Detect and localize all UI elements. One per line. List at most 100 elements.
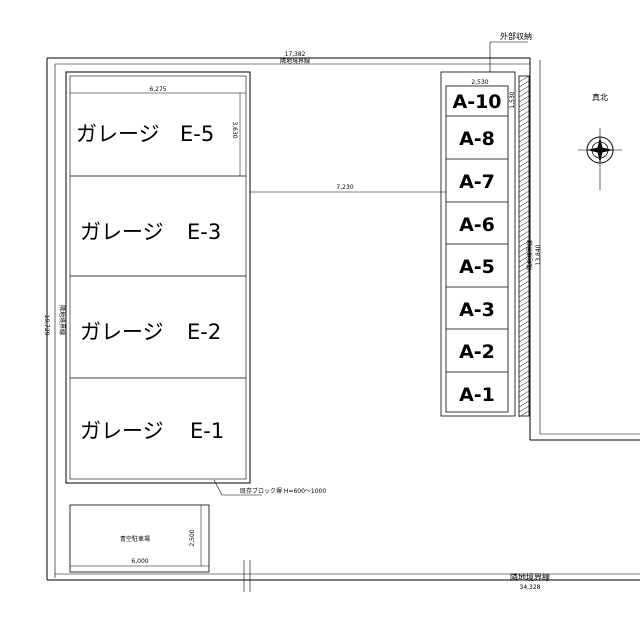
hatch-line	[518, 345, 530, 353]
hatch-line	[518, 210, 530, 218]
hatch-line	[518, 125, 530, 133]
hatch-line	[518, 100, 530, 108]
parking-width: 6,000	[131, 558, 148, 565]
garage-code: E-2	[187, 320, 221, 344]
storage-unit: A-1	[459, 384, 495, 406]
hatch-line	[518, 230, 530, 238]
site-boundary	[46, 57, 640, 592]
hatch-line	[518, 170, 530, 178]
storage-block	[440, 71, 516, 417]
garage-block	[65, 71, 251, 484]
storage-width-dimension: 2,530	[471, 79, 488, 86]
hatch-line	[518, 280, 530, 288]
hatch-line	[518, 335, 530, 343]
hatch-line	[518, 270, 530, 278]
hatch-line	[518, 245, 530, 253]
hatch-line	[518, 175, 530, 183]
storage-unit: A-10	[452, 91, 501, 113]
hatch-line	[518, 340, 530, 348]
hatch-line	[518, 365, 530, 373]
hatch-line	[518, 250, 530, 258]
hatch-line	[518, 155, 530, 163]
hatch-line	[518, 130, 530, 138]
garage-code: E-3	[187, 220, 221, 244]
garage-label: ガレージ	[80, 220, 164, 244]
hatch-line	[518, 310, 530, 318]
storage-label: 外部収納	[500, 31, 532, 41]
storage-unit: A-6	[459, 214, 495, 236]
hatch-line	[518, 285, 530, 293]
hatch-line	[518, 315, 530, 323]
hatch-line	[518, 320, 530, 328]
hatched-wall	[518, 75, 530, 418]
storage-unit: A-2	[459, 341, 495, 363]
garage-e5: ガレージ E-5	[76, 122, 214, 146]
storage-unit: A-8	[459, 128, 495, 150]
hatch-line	[518, 255, 530, 263]
hatch-line	[518, 300, 530, 308]
garage-label: ガレージ	[76, 122, 160, 146]
hatch-line	[518, 235, 530, 243]
garage-code: E-1	[190, 419, 224, 443]
hatch-line	[518, 95, 530, 103]
hatch-line	[518, 120, 530, 128]
left-boundary-label: 隣地境界線	[58, 305, 66, 335]
garage-depth-dimension: 3,630	[231, 121, 238, 138]
north-compass-icon	[578, 128, 622, 190]
garage-width-dimension: 6,275	[149, 86, 166, 93]
storage-unit: A-3	[459, 299, 495, 321]
garage-label: ガレージ	[80, 320, 164, 344]
hatch-line	[518, 355, 530, 363]
hatch-line	[518, 265, 530, 273]
hatch-line	[518, 290, 530, 298]
hatch-line	[518, 360, 530, 368]
hatch-line	[518, 410, 530, 418]
hatch-line	[518, 150, 530, 158]
hatch-line	[518, 330, 530, 338]
hatch-line	[518, 295, 530, 303]
hatch-line	[518, 405, 530, 413]
garage-e1: ガレージ E-1	[80, 419, 224, 443]
hatch-line	[518, 90, 530, 98]
hatch-line	[518, 325, 530, 333]
parking-area	[69, 504, 210, 573]
gap-dimension: 7,230	[336, 184, 353, 191]
note-leader	[213, 479, 262, 496]
hatch-line	[518, 215, 530, 223]
hatch-line	[518, 85, 530, 93]
small-note: 既存ブロック塀 H=600〜1000	[240, 487, 326, 495]
hatch-line	[518, 240, 530, 248]
hatch-line	[518, 145, 530, 153]
hatch-line	[518, 225, 530, 233]
storage-unit: A-5	[459, 256, 495, 278]
hatch-line	[518, 400, 530, 408]
hatch-line	[518, 390, 530, 398]
bottom-dimension: 34,328	[520, 584, 541, 591]
garage-e3: ガレージ E-3	[80, 220, 221, 244]
hatch-line	[518, 110, 530, 118]
bottom-boundary-label: 隣地境界線	[510, 572, 550, 582]
hatch-line	[518, 220, 530, 228]
right-vertical-label: 隣地境界線	[526, 240, 534, 270]
top-boundary-label: 隣地境界線	[280, 57, 310, 65]
hatch-line	[518, 200, 530, 208]
hatch-line	[518, 305, 530, 313]
hatch-line	[518, 135, 530, 143]
storage-leader	[489, 41, 528, 72]
hatch-line	[518, 140, 530, 148]
hatch-line	[518, 380, 530, 388]
hatch-line	[518, 275, 530, 283]
storage-unit: A-7	[459, 171, 495, 193]
garage-code: E-5	[180, 122, 214, 146]
hatch-line	[518, 385, 530, 393]
hatch-line	[518, 375, 530, 383]
hatch-line	[518, 180, 530, 188]
north-label: 真北	[592, 92, 608, 102]
hatch-line	[518, 75, 530, 83]
hatch-line	[518, 165, 530, 173]
hatch-line	[518, 370, 530, 378]
garage-label: ガレージ	[80, 419, 164, 443]
parking-label: 青空駐車場	[120, 535, 150, 543]
hatch-line	[518, 195, 530, 203]
